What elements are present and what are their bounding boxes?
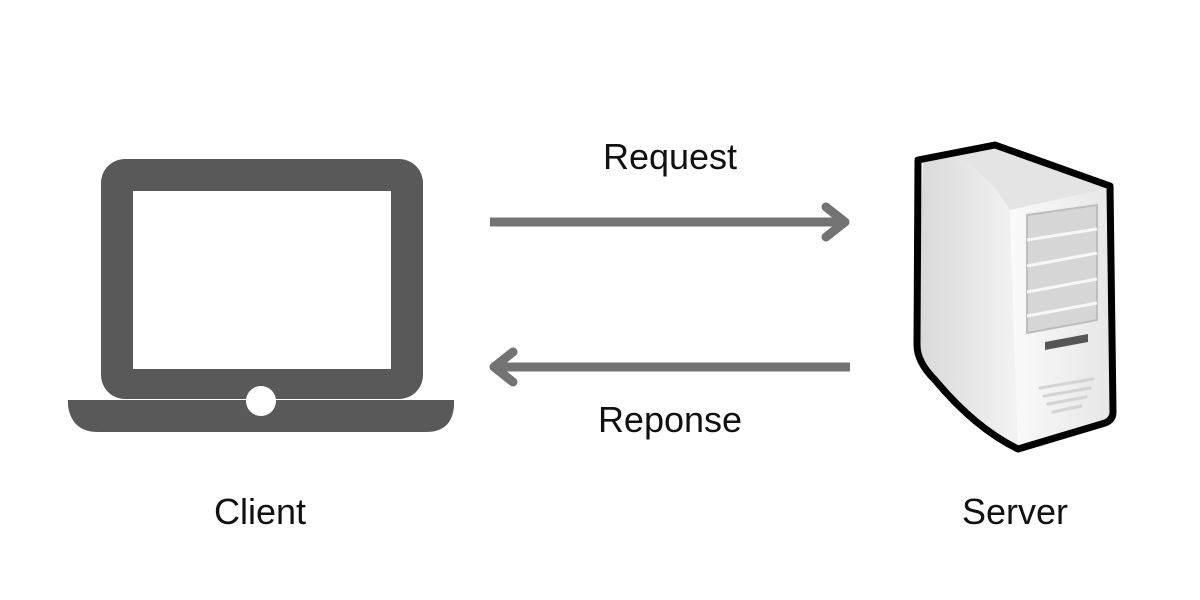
server-vents (1038, 377, 1095, 414)
server-drive-bays (1026, 203, 1098, 335)
request-arrowhead (821, 202, 850, 242)
server-outline (913, 141, 1117, 453)
laptop-power-button (246, 386, 276, 416)
request-label: Request (602, 136, 738, 177)
server-front-face (917, 157, 1018, 447)
server-label: Server (961, 491, 1069, 532)
response-arrowhead (489, 347, 518, 387)
client-label: Client (213, 491, 307, 532)
server-top-face (923, 147, 1110, 210)
response-label: Reponse (597, 399, 743, 440)
server-tower-icon (913, 141, 1117, 453)
request-arrow (490, 202, 850, 242)
laptop-screen (133, 191, 391, 369)
server-disc-slot (1045, 334, 1088, 350)
laptop-icon (68, 159, 454, 432)
response-arrow (489, 347, 850, 387)
